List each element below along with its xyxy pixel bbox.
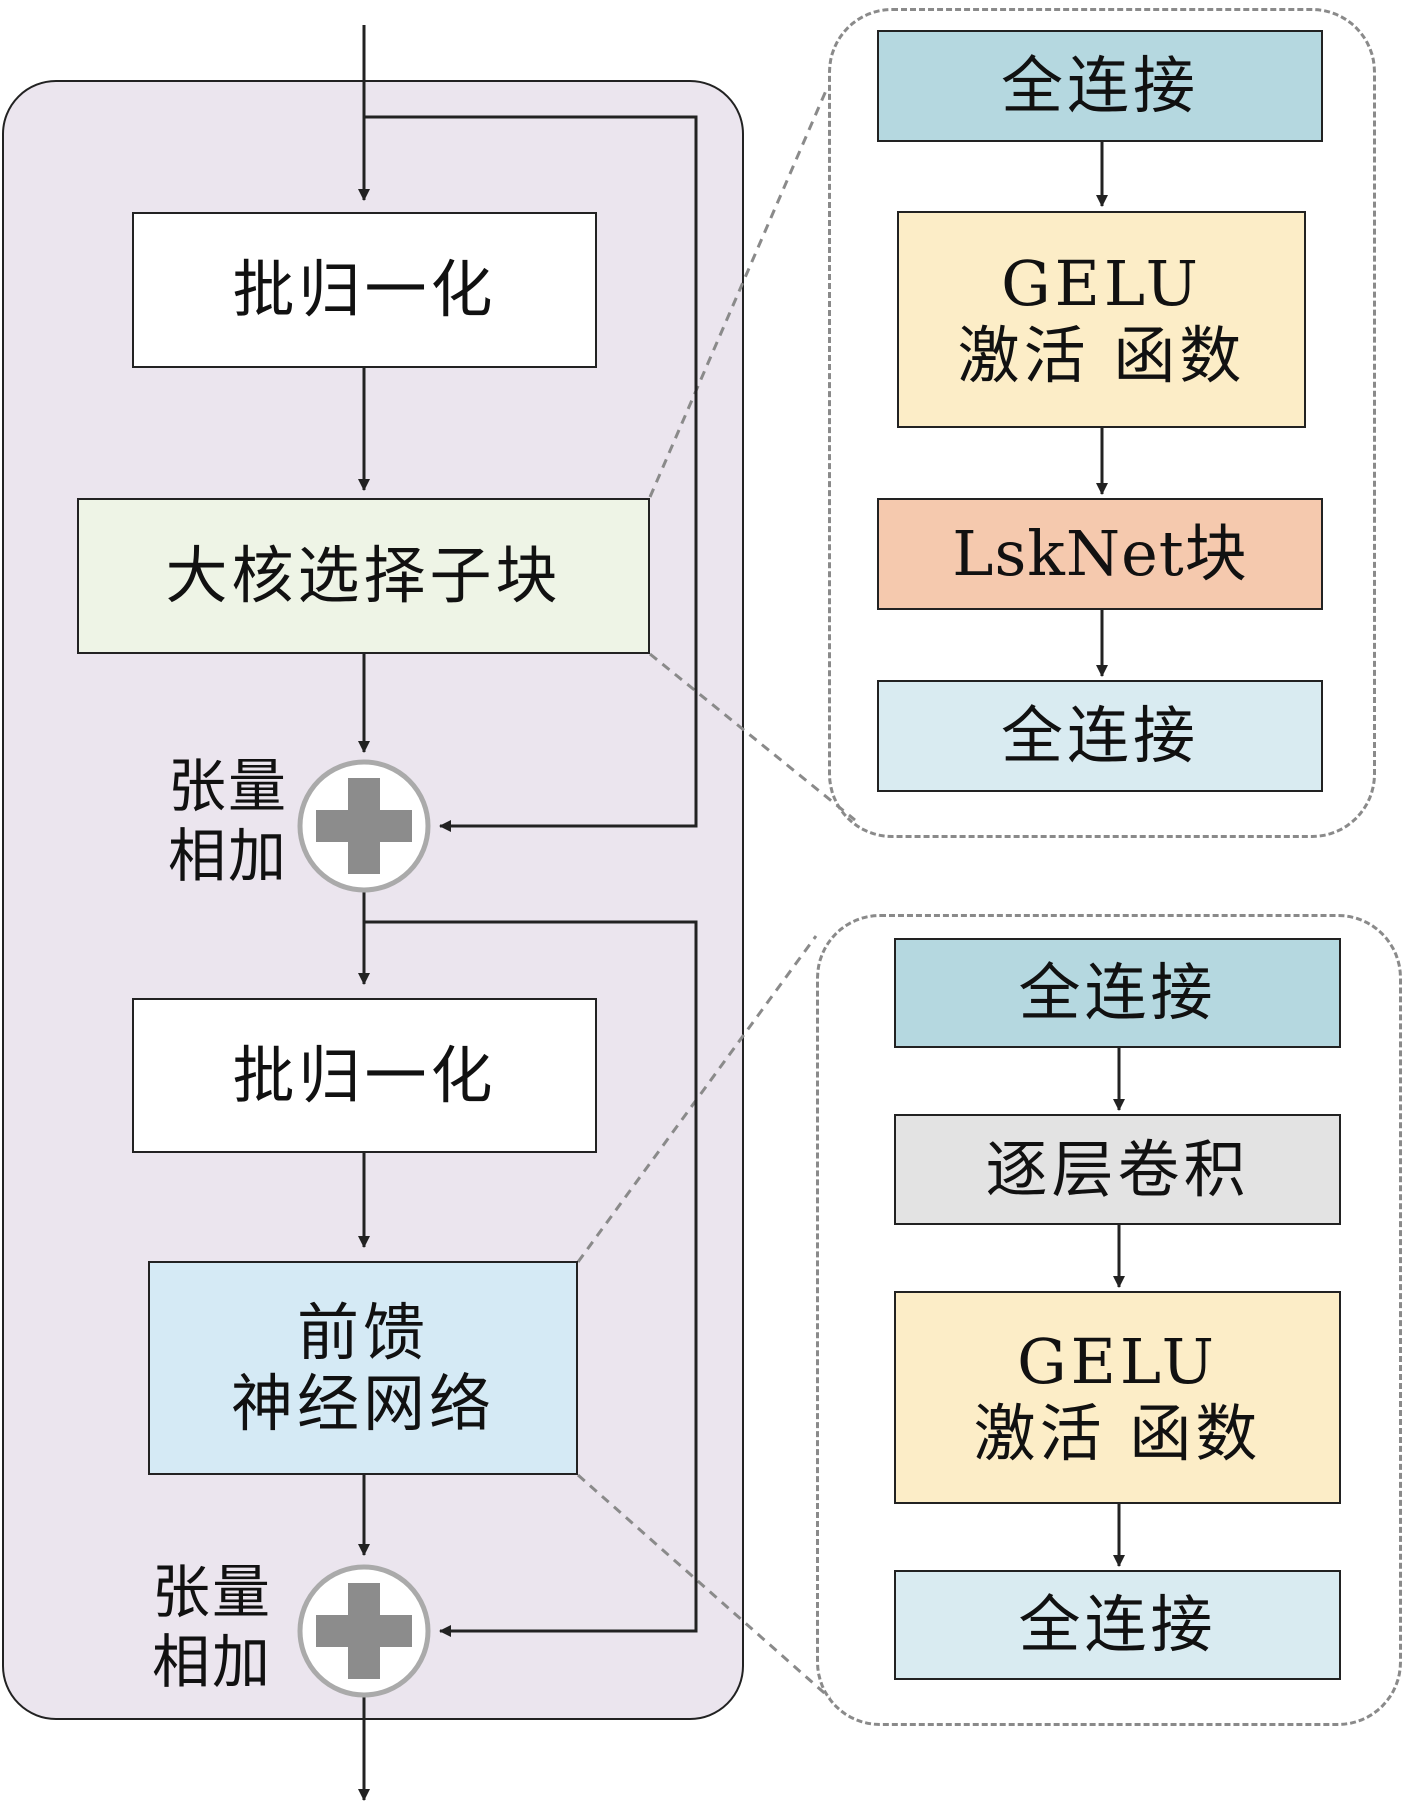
add-symbol-1 <box>297 759 431 893</box>
ffn-fc-top-box: 全连接 <box>894 938 1341 1048</box>
large-kernel-selection-label: 大核选择子块 <box>165 539 562 613</box>
residual-connection-2 <box>364 920 698 1637</box>
batch-norm-label-1: 批归一化 <box>232 253 497 327</box>
zoom-lines <box>576 85 856 1700</box>
ffn-fc-bottom-box: 全连接 <box>894 1570 1341 1680</box>
lks-fc-bottom-box: 全连接 <box>877 680 1323 792</box>
ffn-label-line1: 前馈 <box>296 1295 429 1369</box>
batch-norm-box-2: 批归一化 <box>132 998 597 1153</box>
add-label-1: 张量 相加 <box>168 752 289 890</box>
batch-norm-label-2: 批归一化 <box>232 1038 497 1112</box>
lsknet-block-box: LskNet块 <box>877 498 1323 610</box>
ffn-gelu-box: GELU 激活 函数 <box>894 1291 1341 1504</box>
depthwise-conv-box: 逐层卷积 <box>894 1114 1341 1225</box>
ffn-label-line2: 神经网络 <box>230 1367 495 1440</box>
batch-norm-box-1: 批归一化 <box>132 212 597 368</box>
lks-gelu-box: GELU 激活 函数 <box>897 211 1306 428</box>
lks-fc-top-box: 全连接 <box>877 30 1323 142</box>
add-label-2: 张量 相加 <box>152 1558 273 1696</box>
large-kernel-selection-box: 大核选择子块 <box>77 498 650 654</box>
residual-connection-1 <box>364 115 698 832</box>
add-symbol-2 <box>297 1564 431 1698</box>
feed-forward-network-box: 前馈 神经网络 <box>148 1261 578 1475</box>
